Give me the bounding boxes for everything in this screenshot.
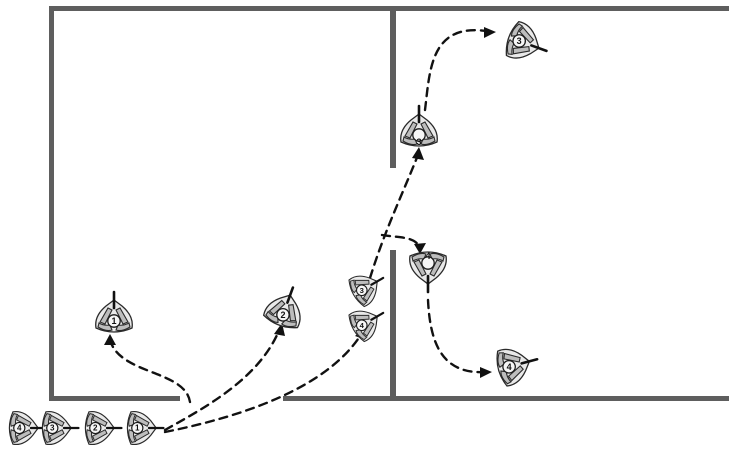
svg-text:3: 3 (360, 286, 364, 295)
path-to-doorway-4 (163, 331, 364, 434)
arrowhead-right-3 (484, 27, 496, 38)
svg-text:4: 4 (507, 362, 512, 372)
path-lower-door-to-right-4 (426, 298, 488, 374)
arrowhead-left-room-1 (104, 334, 116, 345)
svg-text:3: 3 (50, 424, 55, 433)
bottom-wall-right-segment (283, 396, 729, 401)
divider-wall-upper (390, 6, 396, 168)
soldier-icon: 3 (399, 104, 439, 148)
divider-wall-lower (390, 250, 396, 401)
soldier-icon: 3 (501, 18, 554, 70)
path-to-left-room-1 (108, 338, 192, 404)
svg-text:4: 4 (17, 424, 22, 433)
soldier-icon: 4 (344, 298, 393, 345)
building-walls (49, 6, 729, 401)
soldier-icon: 4 (492, 340, 544, 389)
svg-text:1: 1 (135, 424, 140, 433)
soldier-icon: 1 (126, 410, 165, 446)
figures: 4 3 2 1 1 2 3 4 (8, 18, 554, 446)
outer-wall-top-right (393, 6, 729, 11)
svg-text:1: 1 (111, 316, 116, 326)
svg-text:2: 2 (280, 310, 285, 320)
path-to-lower-door-4 (380, 233, 422, 250)
outer-wall-top-left (49, 6, 393, 11)
path-to-left-room-2 (163, 326, 282, 432)
path-upper-door-to-right-3 (423, 29, 494, 112)
soldier-icon: 4 (408, 250, 448, 294)
soldier-icon: 3 (344, 263, 393, 310)
svg-text:2: 2 (93, 424, 98, 433)
soldier-icon: 1 (94, 290, 134, 334)
bottom-wall-left-segment (49, 396, 180, 401)
svg-text:3: 3 (517, 36, 522, 46)
arrowhead-lower-door-4 (414, 243, 426, 254)
svg-text:4: 4 (425, 251, 430, 261)
soldier-icon: 3 (41, 410, 80, 446)
soldier-icon: 4 (8, 410, 47, 446)
arrowhead-upper-door-3 (412, 147, 424, 160)
svg-text:4: 4 (360, 321, 365, 330)
soldier-icon: 2 (260, 280, 312, 333)
arrowhead-right-4 (480, 367, 492, 378)
soldier-icon: 2 (84, 410, 123, 446)
path-to-upper-door-3 (368, 153, 420, 280)
svg-text:3: 3 (416, 137, 421, 147)
movement-paths (104, 27, 496, 434)
outer-wall-left (49, 6, 54, 400)
